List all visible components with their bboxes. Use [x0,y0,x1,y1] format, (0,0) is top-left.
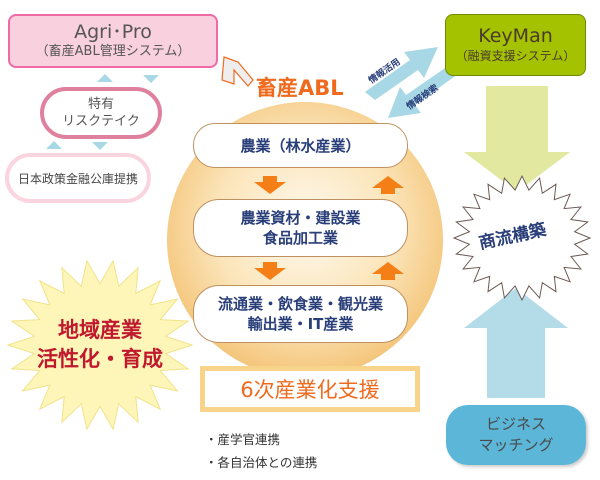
industry-line: 食品加工業 [262,229,338,247]
arrow-up-icon [372,262,404,280]
industry-line: 農業（林水産業） [240,136,361,155]
jfc-pill: 日本政策金融公庫提携 [5,153,151,203]
industry-box-distribution: 流通業・飲食業・観光業 輸出業・IT産業 [193,285,408,343]
info-use-arrow-icon [365,47,438,100]
arrow-up-icon [372,176,404,194]
abl-label: 畜産ABL [256,76,344,100]
regional-line1: 地域産業 [58,318,142,342]
arrow-down-icon [254,176,286,194]
keyman-title: KeyMan [478,25,553,47]
orange-arrows [254,176,404,280]
industry-box-materials: 農業資材・建設業 食品加工業 [193,199,408,257]
industry-line: 輸出業・IT産業 [247,315,354,333]
arrow-down-icon [254,262,286,280]
risk-line2: リスクテイク [62,114,140,129]
keyman-subtitle: （融資支援システム） [455,49,576,63]
bullet-list: ・産学官連携 ・各自治体との連携 [205,428,317,474]
keyman-box[interactable]: KeyMan （融資支援システム） [445,14,586,76]
agripro-box[interactable]: Agri･Pro （畜産ABL管理システム） [8,14,218,68]
triangle-down-icon [92,142,108,150]
regional-text: 地域産業 活性化・育成 [15,313,185,377]
matching-line1: ビジネス [485,415,546,433]
industry-line: 農業資材・建設業 [240,209,361,227]
agripro-title: Agri･Pro [74,21,152,43]
jfc-label: 日本政策金融公庫提携 [17,171,138,186]
arrow-to-agripro-icon [221,56,254,87]
matching-line2: マッチング [478,436,554,454]
triangle-up-icon [46,141,62,149]
bullet-item: ・産学官連携 [205,432,281,447]
regional-line2: 活性化・育成 [37,347,163,371]
regional-starburst [6,259,194,431]
agripro-subtitle: （畜産ABL管理システム） [35,44,191,59]
matching-up-arrow-icon [464,288,568,398]
commerce-starburst [452,174,592,302]
risk-line1: 特有 [87,97,114,112]
sixth-industry-label: 6次産業化支援 [240,378,380,402]
risk-pill: 特有 リスクテイク [40,87,162,139]
industry-line: 流通業・飲食業・観光業 [217,295,383,313]
info-search-arrow-icon [388,66,458,118]
triangle-down-icon [143,75,159,83]
sixth-industry-box: 6次産業化支援 [200,366,420,412]
industry-box-agriculture: 農業（林水産業） [193,123,408,168]
bullet-item: ・各自治体との連携 [205,455,318,470]
matching-box[interactable]: ビジネス マッチング [446,405,586,465]
keyman-down-arrow-icon [464,86,570,192]
triangle-up-icon [97,74,113,82]
